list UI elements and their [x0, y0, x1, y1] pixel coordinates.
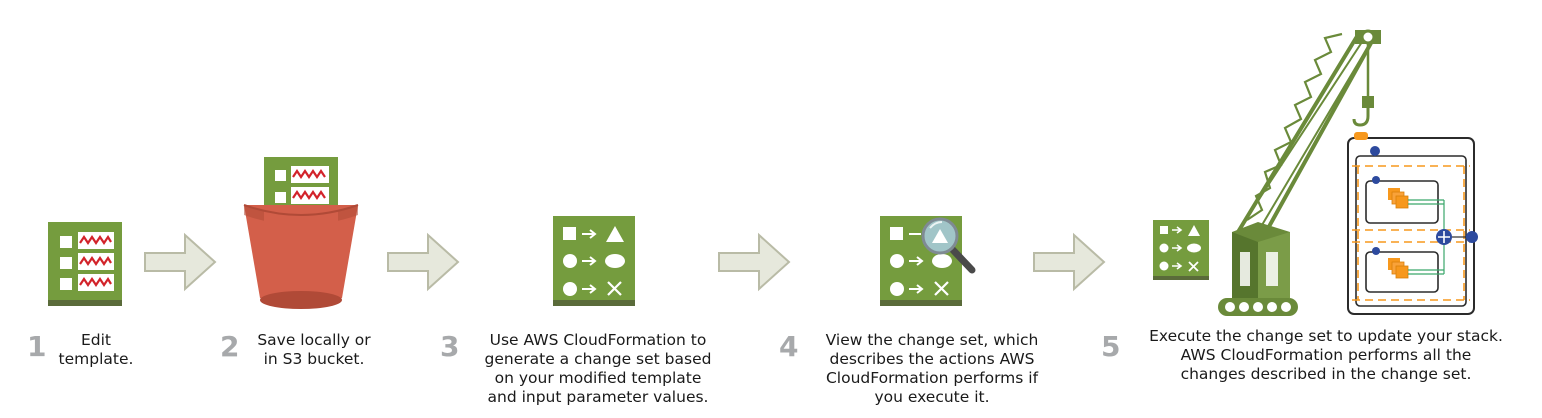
step-caption-4: View the change set, which describes the…	[825, 331, 1039, 406]
flow-arrow-3	[718, 232, 791, 292]
step-caption-2: Save locally or in S3 bucket.	[257, 331, 371, 368]
change-set-small-icon	[1153, 220, 1209, 280]
step-caption-5: Execute the change set to update your st…	[1149, 327, 1503, 383]
stack-architecture-icon	[1347, 132, 1478, 315]
template-document-icon	[48, 222, 122, 306]
change-set-icon	[553, 216, 635, 306]
step-number-3: 3	[440, 330, 460, 363]
flow-arrow-1	[144, 232, 217, 292]
step-caption-1: Edit template.	[58, 331, 134, 368]
magnifier-icon	[921, 217, 976, 274]
step-number-5: 5	[1101, 330, 1121, 363]
step-number-2: 2	[220, 330, 240, 363]
s3-bucket-icon	[243, 157, 359, 309]
flow-arrow-4	[1033, 232, 1106, 292]
step-number-1: 1	[27, 330, 47, 363]
step-caption-3: Use AWS CloudFormation to generate a cha…	[484, 331, 712, 406]
step-number-4: 4	[779, 330, 799, 363]
crane-icon	[1218, 29, 1381, 316]
flow-arrow-2	[387, 232, 460, 292]
